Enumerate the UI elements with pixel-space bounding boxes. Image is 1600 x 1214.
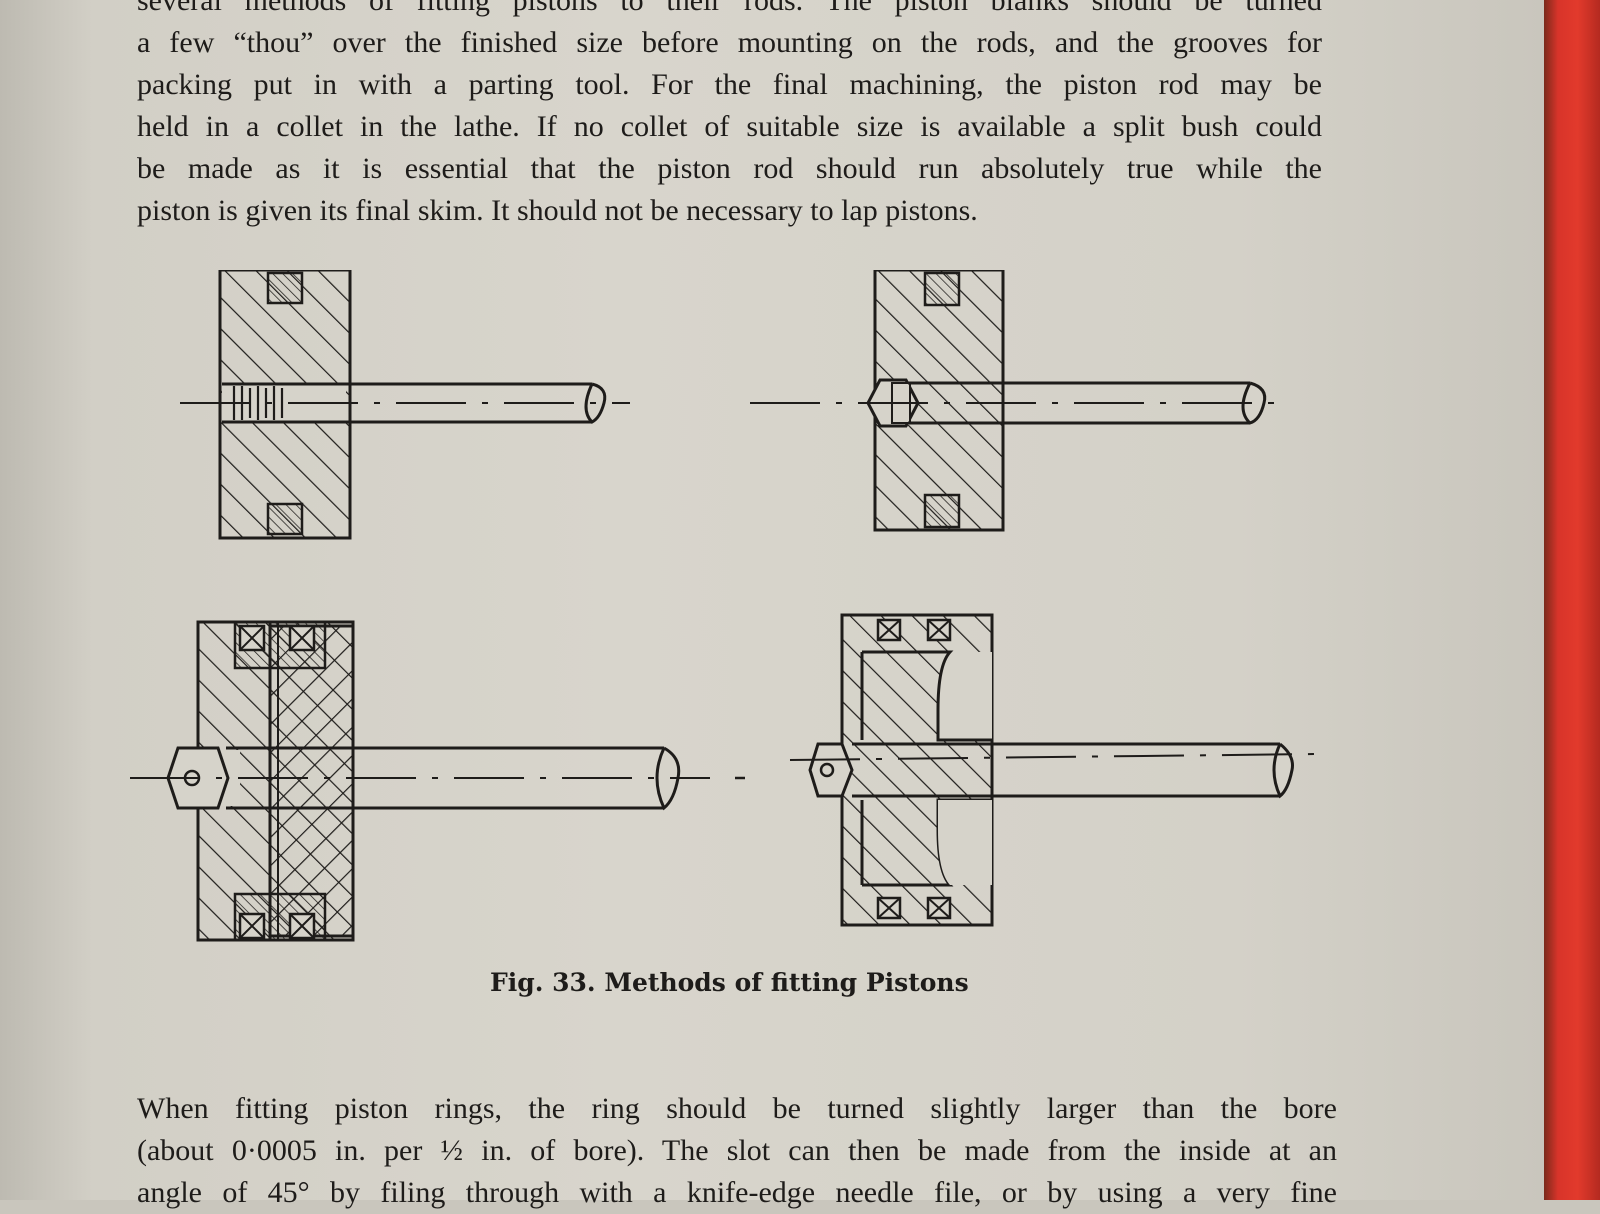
text-line: be made as it is essential that the pist… (137, 152, 1322, 185)
text-line: several methods of fitting pistons to th… (137, 0, 1322, 17)
text-line: piston is given its final skim. It shoul… (137, 194, 978, 227)
piston-drawing-nut-fixing (750, 270, 1285, 532)
figure-caption: Fig. 33. Methods of fitting Pistons (490, 968, 969, 997)
text-line: When fitting piston rings, the ring shou… (137, 1092, 1337, 1125)
book-cover-edge (1544, 0, 1600, 1200)
piston-drawing-threaded-rod (180, 270, 630, 540)
text-line: packing put in with a parting tool. For … (137, 68, 1322, 101)
book-page: several methods of fitting pistons to th… (0, 0, 1544, 1209)
text-line: angle of 45° by filing through with a kn… (137, 1176, 1337, 1209)
paragraph-bottom: When fitting piston rings, the ring shou… (137, 1088, 1337, 1214)
piston-fitting-figure (130, 270, 1316, 942)
piston-drawing-hollow-piston (789, 613, 1316, 927)
text-line: held in a collet in the lathe. If no col… (137, 110, 1322, 143)
piston-drawing-split-piston (130, 620, 745, 942)
text-line: a few “thou” over the finished size befo… (137, 26, 1322, 59)
text-line: (about 0·0005 in. per ½ in. of bore). Th… (137, 1134, 1337, 1167)
paragraph-top: several methods of fitting pistons to th… (137, 0, 1322, 232)
